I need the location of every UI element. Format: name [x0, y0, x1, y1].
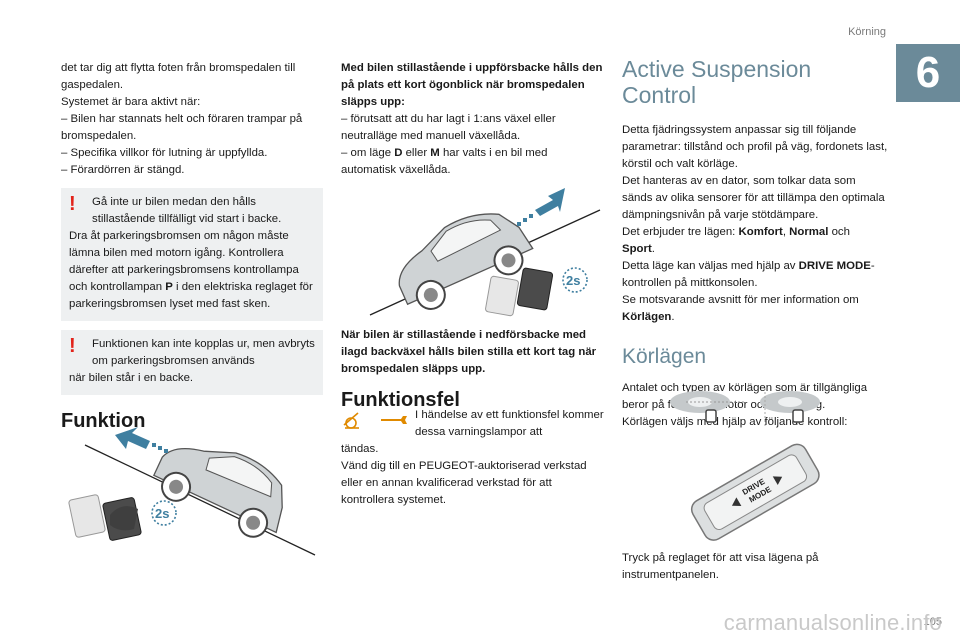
warning-lamps-icons — [343, 412, 407, 429]
paragraph: Detta läge kan väljas med hjälp av DRIVE… — [622, 260, 875, 289]
column-3: Active Suspension Control Detta fjädring… — [622, 56, 888, 431]
paragraph-group: tändas. Vänd dig till en PEUGEOT-auktori… — [341, 441, 606, 509]
list-item: – Specifika villkor för lutning är uppfy… — [61, 147, 268, 159]
paragraph: Det hanteras av en dator, som tolkar dat… — [622, 175, 885, 221]
drive-mode-switch: DRIVE MODE — [690, 443, 820, 541]
steering-wheel-icon — [760, 391, 820, 413]
warning-exclamation-icon: ! — [69, 193, 76, 215]
list-item: – Förardörren är stängd. — [61, 164, 185, 176]
lock-icon — [705, 409, 717, 423]
column-1: det tar dig att flytta foten från bromsp… — [61, 60, 323, 432]
section-heading: Funktion — [61, 410, 146, 432]
pedal-icon — [68, 494, 142, 541]
timer-badge-icon — [562, 267, 588, 293]
warning-box: ! Funktionen kan inte kopplas ur, men av… — [61, 330, 323, 395]
timer-badge: 2s — [155, 506, 169, 521]
lock-icon — [792, 409, 804, 423]
warning-text: Dra åt parkeringsbromsen om någon måste … — [69, 230, 313, 310]
list-item: – om läge D eller M har valts i en bil m… — [341, 147, 548, 176]
chapter-tab: 6 — [896, 44, 960, 102]
list-item: – förutsatt att du har lagt i 1:ans växe… — [341, 113, 556, 142]
warning-text: när bilen står i en backe. — [69, 372, 194, 384]
arrow-icon — [517, 188, 565, 226]
paragraph: det tar dig att flytta foten från bromsp… — [61, 62, 296, 91]
section-heading: Active Suspension Control — [622, 56, 812, 108]
paragraph: Detta fjädringssystem anpassar sig till … — [622, 124, 888, 170]
warning-exclamation-icon: ! — [69, 335, 76, 357]
service-wrench-icon — [381, 416, 407, 424]
column-3-lower: Tryck på reglaget för att visa lägena på… — [622, 550, 888, 584]
warning-box: ! Gå inte ur bilen medan den hålls still… — [61, 188, 323, 321]
warning-text: Funktionen kan inte kopplas ur, men avbr… — [92, 338, 315, 367]
car-downhill-illustration: 2s — [68, 427, 316, 556]
paragraph: Körlägen väljs med hjälp av följande kon… — [622, 416, 848, 428]
page-number: 105 — [923, 616, 942, 628]
header-section-label: Körning — [848, 26, 886, 38]
pedal-icon — [485, 267, 554, 317]
paragraph: Systemet är bara aktivt när: — [61, 96, 201, 108]
column-2-lower: När bilen är stillastående i nedförsback… — [341, 327, 606, 411]
paragraph: Det erbjuder tre lägen: Komfort, Normal … — [622, 226, 850, 255]
section-heading: Körlägen — [622, 345, 707, 368]
list-item: – Bilen har stannats helt och föraren tr… — [61, 113, 303, 142]
paragraph: Tryck på reglaget för att visa lägena på… — [622, 552, 819, 581]
section-heading: Funktionsfel — [341, 389, 460, 411]
timer-badge: 2s — [566, 273, 580, 288]
car-uphill-illustration: 2s — [369, 188, 601, 317]
column-2: Med bilen stillastående i uppförsbacke h… — [341, 60, 603, 179]
arrow-icon — [115, 427, 168, 453]
warning-text: Gå inte ur bilen medan den hålls stillas… — [92, 196, 282, 225]
hill-assist-warning-icon — [343, 412, 359, 429]
paragraph-bold: Med bilen stillastående i uppförsbacke h… — [341, 62, 603, 108]
paragraph: Se motsvarande avsnitt för mer informati… — [622, 294, 859, 323]
watermark: carmanualsonline.info — [723, 610, 942, 635]
drive-mode-control-illustration: DRIVE MODE — [670, 388, 820, 541]
timer-badge-icon — [151, 500, 177, 526]
paragraph-bold: När bilen är stillastående i nedförsback… — [341, 329, 597, 375]
paragraph: I händelse av ett funktionsfel kommer de… — [415, 409, 604, 438]
paragraph: Vänd dig till en PEUGEOT-auktoriserad ve… — [341, 460, 587, 506]
paragraph: tändas. — [341, 443, 379, 455]
